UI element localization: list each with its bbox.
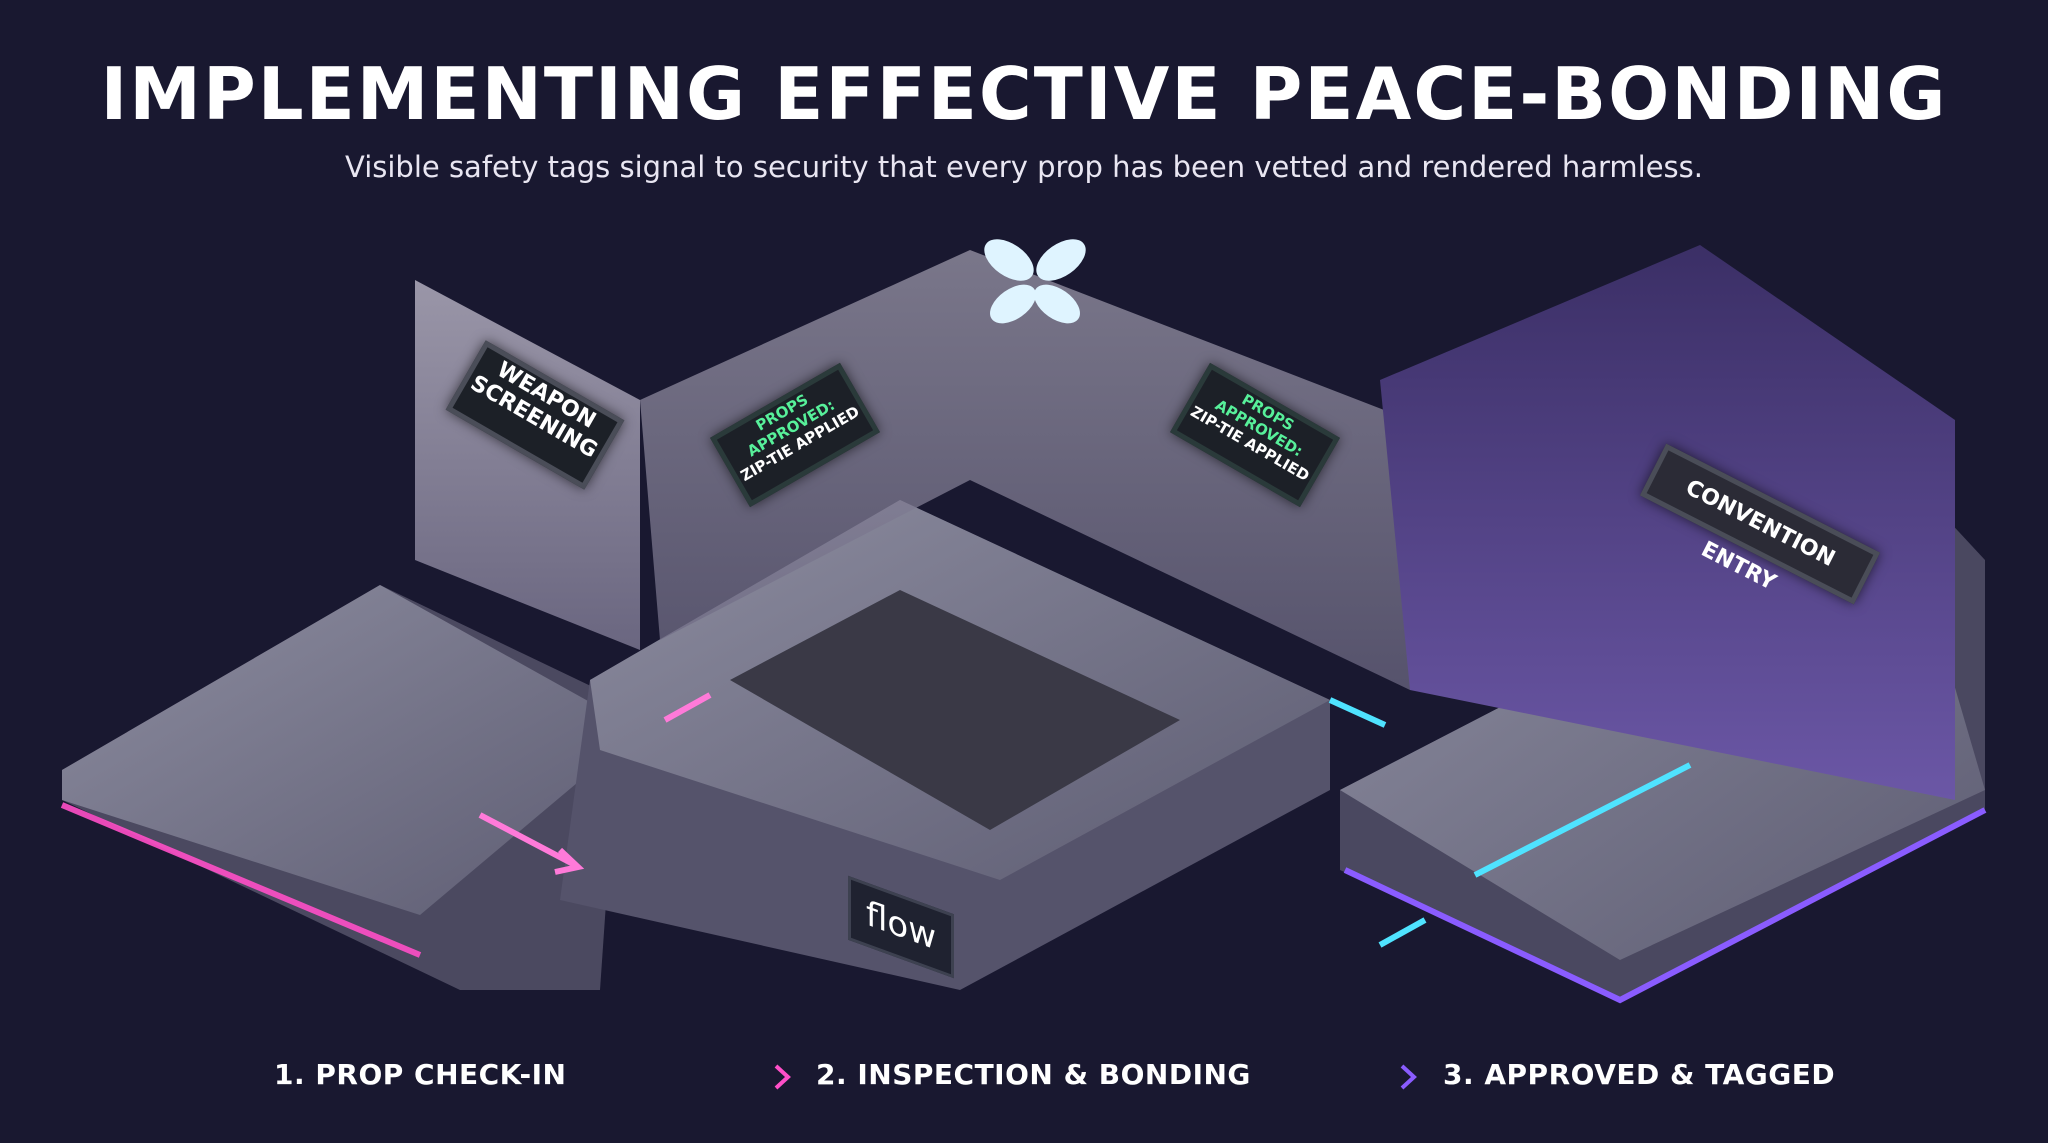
platform-center xyxy=(560,500,1330,990)
step-2-label: 2. INSPECTION & BONDING xyxy=(816,1058,1251,1091)
step-arrow-1 xyxy=(582,1064,791,1090)
platform-left xyxy=(60,585,640,990)
butterfly-logo-icon xyxy=(984,239,1086,324)
page-title: IMPLEMENTING EFFECTIVE PEACE-BONDING xyxy=(100,52,1948,136)
step-3-label: 3. APPROVED & TAGGED xyxy=(1443,1058,1836,1091)
page-subtitle: Visible safety tags signal to security t… xyxy=(345,150,1703,184)
step-1-label: 1. PROP CHECK-IN xyxy=(274,1058,567,1091)
flow-arrows xyxy=(478,692,1692,948)
step-arrow-2 xyxy=(1258,1064,1417,1090)
flow-logo-text: flow xyxy=(865,893,937,959)
